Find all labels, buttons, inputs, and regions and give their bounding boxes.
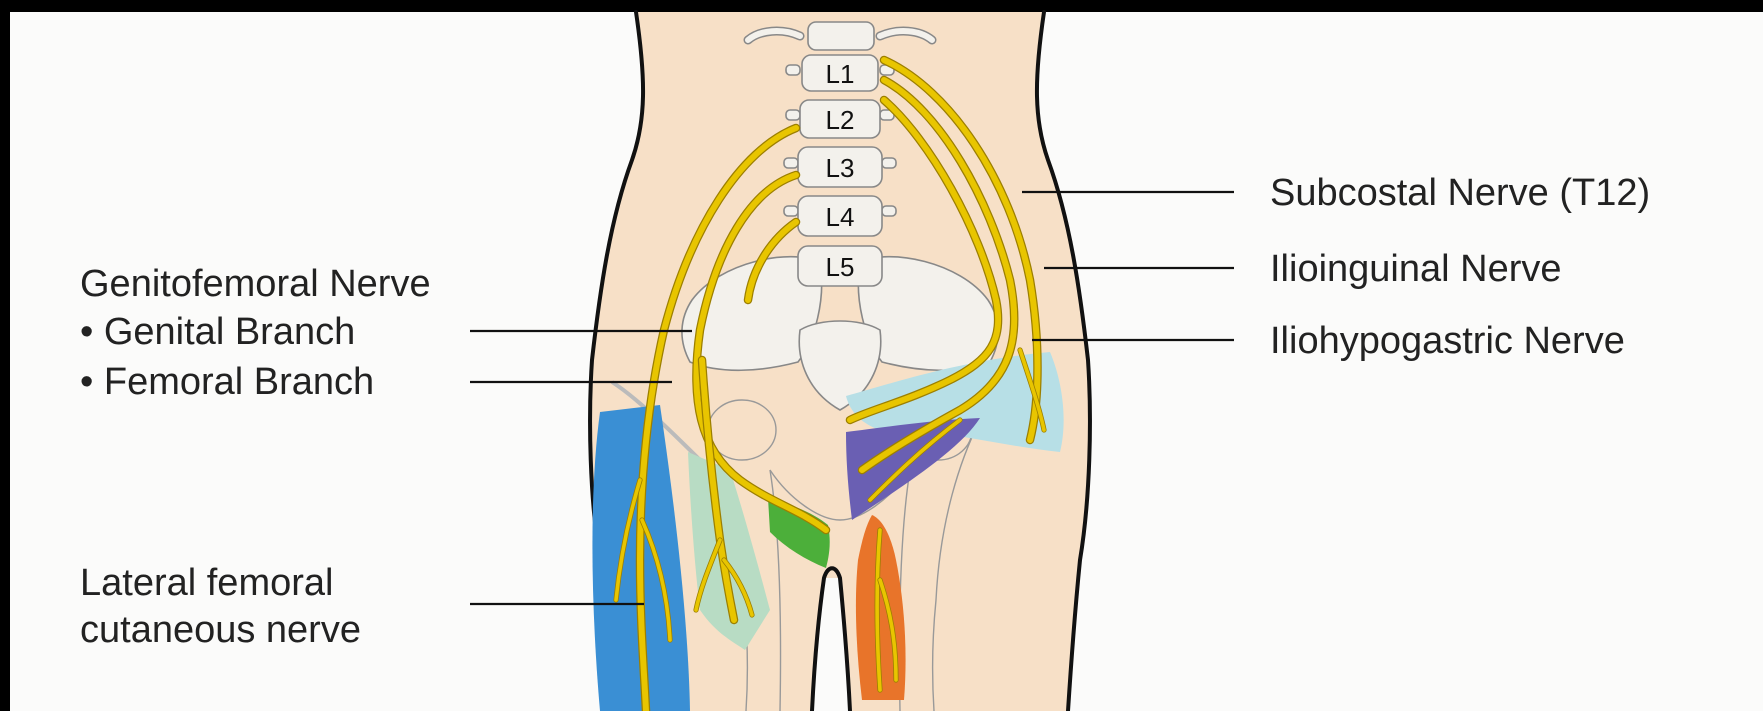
- vertebra-l5: L5: [798, 246, 882, 286]
- vertebra-label-l5: L5: [826, 252, 855, 282]
- label-ilioinguinal: Ilioinguinal Nerve: [1270, 248, 1562, 290]
- label-genital-branch: • Genital Branch: [80, 311, 355, 353]
- label-lateral-femoral-line1: Lateral femoral: [80, 562, 333, 604]
- vertebra-label-l1: L1: [826, 59, 855, 89]
- vertebra-t12: [808, 22, 874, 50]
- label-subcostal: Subcostal Nerve (T12): [1270, 172, 1650, 214]
- vertebra-l2: L2: [786, 100, 894, 138]
- label-genitofemoral-title: Genitofemoral Nerve: [80, 263, 431, 305]
- label-femoral-branch: • Femoral Branch: [80, 361, 374, 403]
- vertebra-l4: L4: [784, 196, 896, 236]
- label-iliohypogastric: Iliohypogastric Nerve: [1270, 320, 1625, 362]
- vertebra-label-l3: L3: [826, 153, 855, 183]
- label-lateral-femoral-line2: cutaneous nerve: [80, 609, 361, 651]
- vertebra-label-l4: L4: [826, 202, 855, 232]
- vertebra-l3: L3: [784, 147, 896, 187]
- vertebra-l1: L1: [786, 55, 894, 91]
- vertebra-label-l2: L2: [826, 105, 855, 135]
